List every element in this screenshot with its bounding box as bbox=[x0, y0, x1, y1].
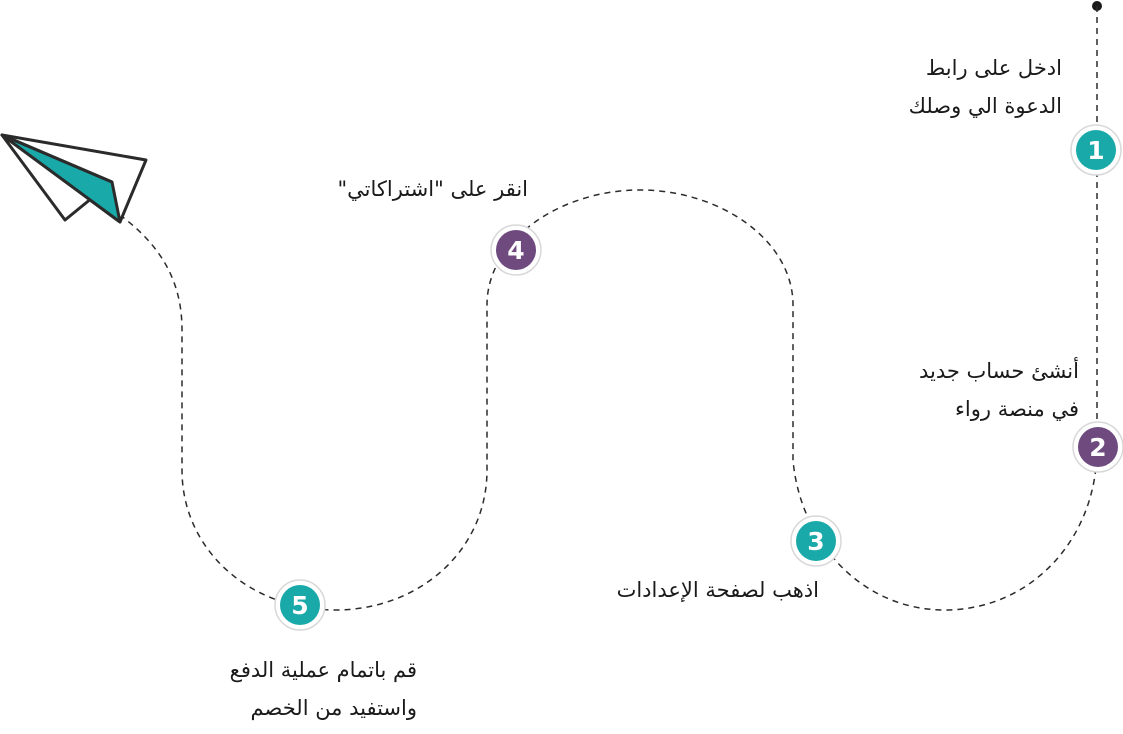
step-text-line: ادخل على رابط bbox=[925, 56, 1062, 80]
step-text-line: الدعوة الي وصلك bbox=[908, 94, 1062, 118]
step-badge-5: 5 bbox=[274, 579, 326, 631]
step-badge-1: 1 bbox=[1070, 124, 1122, 176]
step-text-1: ادخل على رابط الدعوة الي وصلك bbox=[909, 49, 1062, 125]
step-number: 4 bbox=[507, 236, 524, 265]
step-text-line: قم باتمام عملية الدفع bbox=[229, 658, 417, 682]
dashed-path bbox=[119, 6, 1098, 611]
step-number: 2 bbox=[1089, 433, 1106, 462]
step-text-line: في منصة رواء bbox=[955, 397, 1079, 421]
step-text-line: اذهب لصفحة الإعدادات bbox=[616, 578, 819, 602]
step-badge-4: 4 bbox=[490, 224, 542, 276]
step-number: 5 bbox=[291, 591, 308, 620]
step-number: 1 bbox=[1087, 136, 1104, 165]
step-badge-3: 3 bbox=[790, 515, 842, 567]
step-text-2: أنشئ حساب جديد في منصة رواء bbox=[919, 352, 1079, 428]
step-text-line: أنشئ حساب جديد bbox=[918, 359, 1079, 383]
step-number: 3 bbox=[807, 527, 824, 556]
step-text-4: انقر على "اشتراكاتي" bbox=[338, 170, 528, 208]
step-text-5: قم باتمام عملية الدفع واستفيد من الخصم bbox=[230, 651, 417, 727]
step-badge-2: 2 bbox=[1072, 421, 1123, 473]
step-text-3: اذهب لصفحة الإعدادات bbox=[617, 571, 819, 609]
step-text-line: واستفيد من الخصم bbox=[250, 696, 417, 720]
step-text-line: انقر على "اشتراكاتي" bbox=[337, 177, 528, 201]
paper-plane-icon bbox=[0, 133, 148, 224]
